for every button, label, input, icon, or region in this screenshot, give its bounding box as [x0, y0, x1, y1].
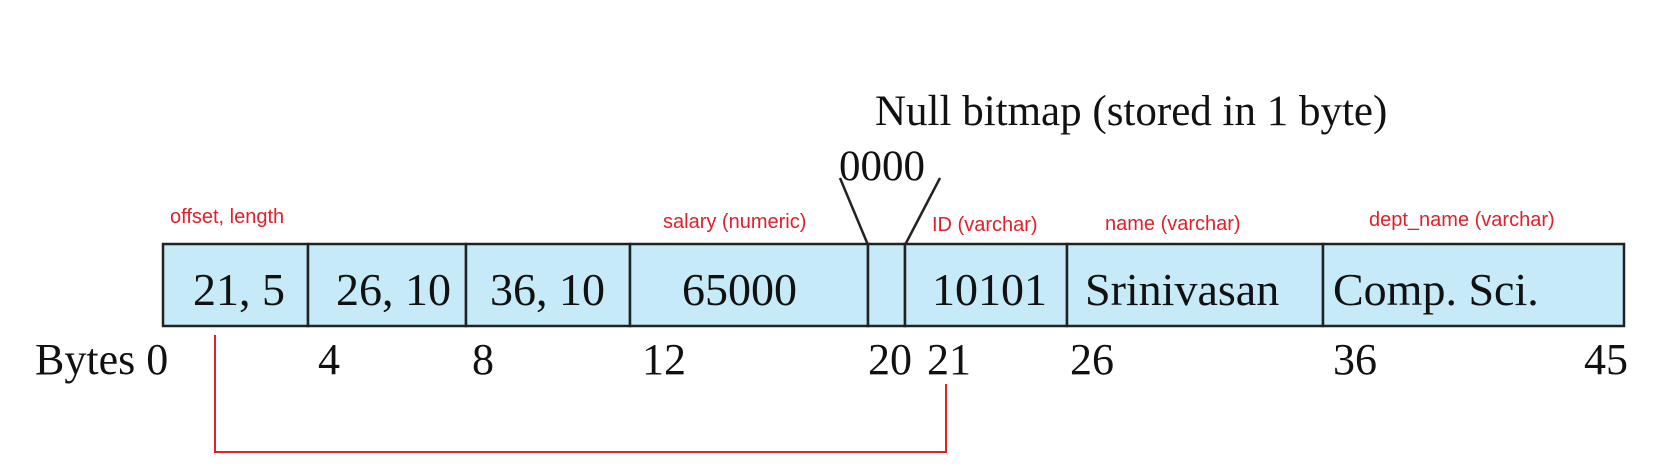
cell-value: 65000	[682, 264, 797, 315]
cell-offset-dept	[464, 242, 632, 328]
cell-value: 10101	[932, 264, 1047, 315]
offset-pointer-arrow	[214, 335, 947, 453]
byte-mark: 45	[1584, 335, 1628, 384]
bitmap-leader-right	[903, 177, 942, 246]
label-dept-name: dept_name (varchar)	[1369, 209, 1555, 231]
byte-mark: 4	[318, 335, 340, 384]
null-bitmap-value: 0000	[839, 143, 925, 190]
cell-value: 26, 10	[336, 264, 451, 315]
label-name: name (varchar)	[1105, 213, 1241, 235]
byte-mark: 20	[868, 335, 912, 384]
cell-value: 21, 5	[193, 264, 285, 315]
cell-offset-name	[306, 242, 468, 328]
byte-mark: 8	[472, 335, 494, 384]
cell-value: Comp. Sci.	[1333, 264, 1539, 315]
cell-value: 36, 10	[490, 264, 605, 315]
cell-name	[1065, 242, 1325, 328]
null-bitmap-title: Null bitmap (stored in 1 byte)	[875, 88, 1387, 135]
label-offset-length: offset, length	[170, 206, 284, 228]
byte-mark: 21	[927, 335, 971, 384]
cell-dept-name	[1321, 242, 1626, 328]
cell-value: Srinivasan	[1085, 264, 1279, 315]
byte-mark: 12	[642, 335, 686, 384]
bitmap-leader-left	[838, 177, 870, 246]
bytes-label: Bytes 0	[35, 335, 168, 384]
label-id: ID (varchar)	[932, 214, 1038, 236]
cell-null-bitmap	[866, 242, 907, 328]
byte-mark: 26	[1070, 335, 1114, 384]
cell-salary	[628, 242, 870, 328]
byte-mark: 36	[1333, 335, 1377, 384]
label-salary: salary (numeric)	[663, 211, 806, 233]
